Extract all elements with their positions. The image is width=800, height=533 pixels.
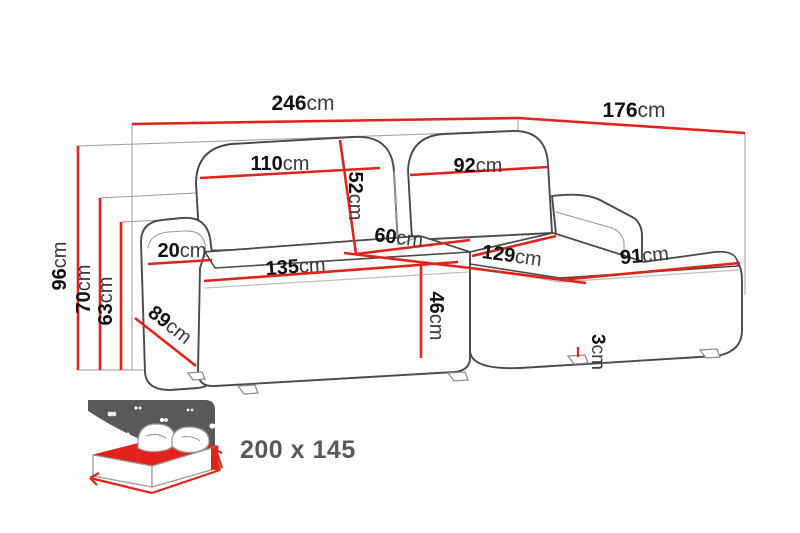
label-52: 52cm <box>344 172 366 221</box>
bed-dimension-arrows <box>89 449 224 495</box>
dimline-135 <box>203 260 459 283</box>
label-60: 60cm <box>373 224 424 252</box>
label-3: 3cm <box>587 334 608 370</box>
unit-129: cm <box>514 246 543 271</box>
bed-arrow-side <box>214 449 224 469</box>
dimline-246 <box>131 116 519 126</box>
pillow-left-crease <box>145 433 167 439</box>
dimension-labels: 246cm 176cm 110cm 92cm 52cm 60cm 20cm 13… <box>49 92 670 370</box>
unit-246: cm <box>307 92 335 115</box>
value-20: 20 <box>158 240 180 262</box>
value-3: 3 <box>587 334 608 345</box>
leg-chaise-left <box>566 354 589 365</box>
dimline-60 <box>343 251 471 270</box>
sofa-legs <box>186 348 721 395</box>
leg-chaise-right <box>698 348 721 359</box>
dimline-176 <box>517 116 746 135</box>
bed-arrowhead-right <box>210 460 222 472</box>
sleeping-area-icon: 200 x 145 <box>88 400 356 495</box>
label-91: 91cm <box>619 243 670 269</box>
label-246: 246cm <box>271 92 334 115</box>
pillow-right-crease <box>181 435 201 442</box>
pillow-left <box>137 423 177 453</box>
backrest-left-right-edge <box>393 171 399 246</box>
label-63: 63cm <box>95 277 117 326</box>
value-176: 176 <box>602 99 637 122</box>
value-60: 60 <box>373 224 398 249</box>
value-110: 110 <box>251 153 283 175</box>
label-92: 92cm <box>454 155 503 177</box>
dimline-110 <box>199 166 381 180</box>
label-20: 20cm <box>158 240 207 262</box>
value-70: 70 <box>73 291 95 313</box>
label-129: 129cm <box>481 241 544 271</box>
label-70: 70cm <box>73 265 95 314</box>
backrest-gap <box>397 235 421 246</box>
bed-size-label: 200 x 145 <box>240 436 356 464</box>
unit-63: cm <box>95 277 117 304</box>
bed-arrowhead-top <box>211 449 223 457</box>
value-91: 91 <box>619 245 643 269</box>
unit-70: cm <box>73 265 95 292</box>
unit-60: cm <box>395 227 424 252</box>
unit-52: cm <box>344 194 366 221</box>
dimline-52 <box>338 139 358 255</box>
unit-91: cm <box>641 243 669 267</box>
bed-arrow-length <box>151 468 221 495</box>
value-92: 92 <box>454 155 476 177</box>
dimline-91 <box>559 261 741 282</box>
unit-176: cm <box>638 99 666 122</box>
armrest-right-seam <box>555 211 625 263</box>
label-96: 96cm <box>49 242 71 291</box>
armrest-left-seam <box>147 230 209 269</box>
value-135: 135 <box>265 256 300 280</box>
backrest-cushion-right <box>407 130 553 241</box>
unit-92: cm <box>476 155 503 177</box>
value-63: 63 <box>95 303 117 325</box>
unit-46: cm <box>425 314 447 341</box>
unit-96: cm <box>49 242 71 269</box>
value-246: 246 <box>271 92 306 115</box>
bed-arrow-width <box>89 476 153 495</box>
armrest-right <box>551 193 643 263</box>
unit-20: cm <box>180 240 207 262</box>
value-46: 46 <box>425 292 447 314</box>
unit-3: cm <box>587 345 608 370</box>
dimline-60b <box>355 238 471 256</box>
label-110: 110cm <box>251 153 310 175</box>
dimline-20 <box>147 258 213 266</box>
value-52: 52 <box>344 172 366 194</box>
label-135: 135cm <box>265 254 326 280</box>
leg-front-center <box>446 371 469 382</box>
bed-arrowhead-left <box>89 472 100 486</box>
leg-rear-left <box>186 371 206 381</box>
pillow-right <box>171 426 210 454</box>
unit-135: cm <box>298 254 326 278</box>
leg-front-left <box>236 384 259 395</box>
dimline-89 <box>134 316 197 368</box>
dimline-92 <box>409 165 549 177</box>
dimline-129 <box>471 234 557 258</box>
dimension-lines <box>76 116 746 370</box>
label-46: 46cm <box>425 292 447 341</box>
seat-front-seam <box>204 271 469 289</box>
value-129: 129 <box>481 241 517 267</box>
backrest-cushion-left <box>195 135 399 252</box>
value-96: 96 <box>49 268 71 290</box>
label-176: 176cm <box>602 99 665 122</box>
unit-110: cm <box>283 153 310 175</box>
